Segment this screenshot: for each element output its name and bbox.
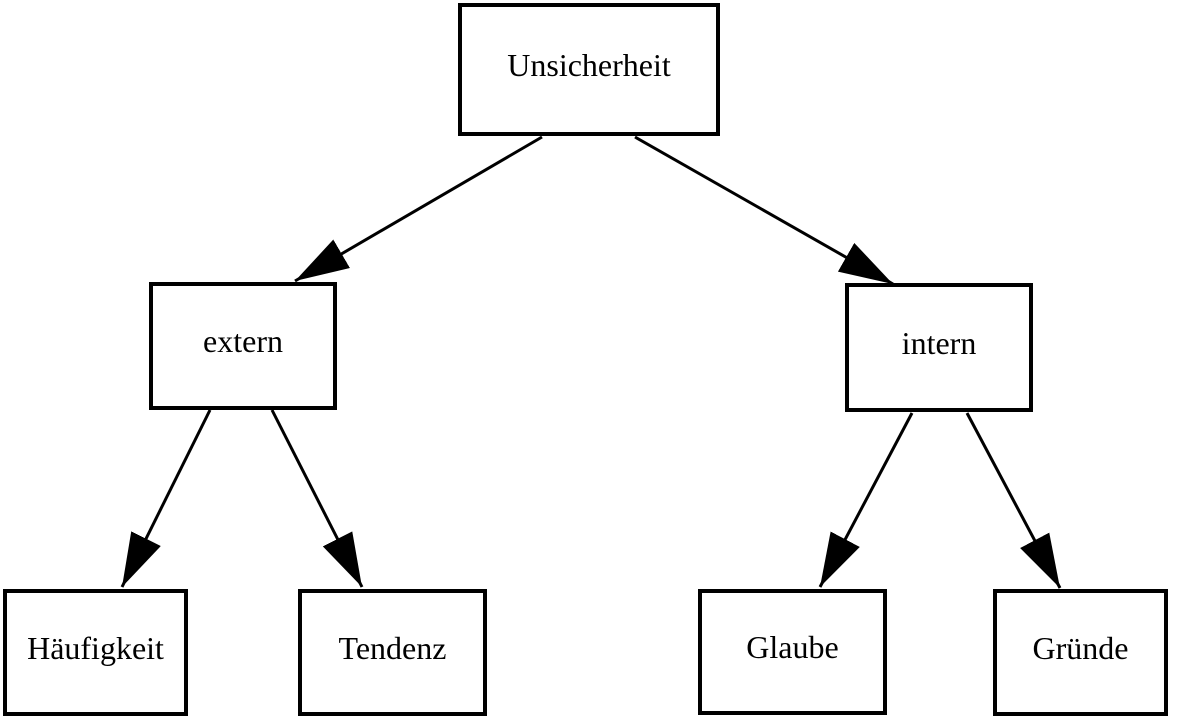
node-haeufigkeit: Häufigkeit [3, 589, 188, 716]
node-tendenz-label: Tendenz [338, 629, 447, 666]
node-unsicherheit-label: Unsicherheit [507, 46, 671, 83]
node-gruende-label: Gründe [1032, 629, 1129, 666]
edge-extern-tendenz [270, 409, 364, 588]
node-haeufigkeit-label: Häufigkeit [27, 629, 164, 666]
node-glaube-label: Glaube [746, 629, 839, 665]
node-tendenz: Tendenz [298, 589, 487, 716]
edge-intern-glaube [818, 412, 914, 588]
node-glaube: Glaube [698, 589, 887, 715]
edge-unsicherheit-extern [294, 135, 543, 283]
node-intern: intern [845, 283, 1033, 412]
node-extern-label: extern [203, 323, 283, 359]
node-gruende: Gründe [993, 589, 1168, 716]
node-extern: extern [149, 282, 337, 410]
node-unsicherheit: Unsicherheit [458, 3, 720, 136]
edge-extern-haeufigkeit [120, 409, 212, 588]
node-intern-label: intern [901, 324, 977, 361]
edge-intern-gruende [965, 412, 1062, 589]
edge-unsicherheit-intern [634, 135, 894, 286]
